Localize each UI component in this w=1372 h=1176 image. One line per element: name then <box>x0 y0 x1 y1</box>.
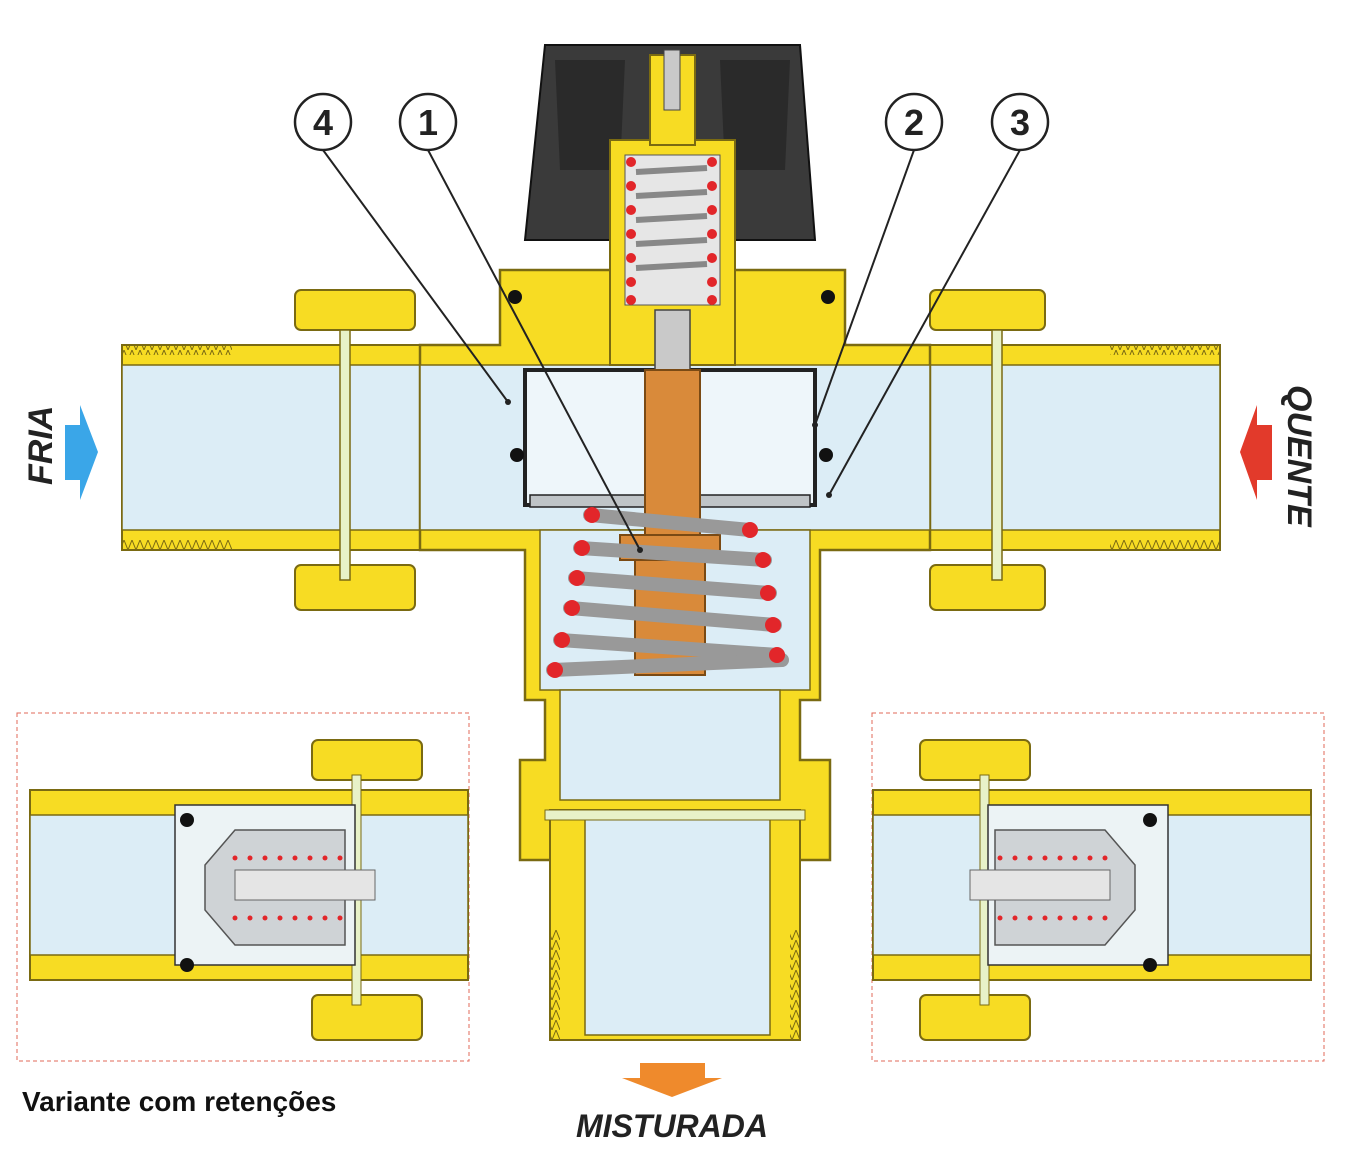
callout-leader-lines <box>322 149 1021 551</box>
cold-inlet-arrow-icon <box>65 405 98 500</box>
hot-inlet-arrow-icon <box>1240 405 1272 500</box>
mixed-outlet-pipe <box>544 809 806 1041</box>
cold-inlet-pipe <box>121 289 423 611</box>
left-check-valve-inset <box>16 712 470 1062</box>
o-ring-seals <box>508 290 835 462</box>
mixed-outlet-arrow-icon <box>622 1063 722 1097</box>
variant-caption: Variante com retenções <box>22 1086 337 1117</box>
control-knob <box>523 44 817 366</box>
svg-text:2: 2 <box>904 102 924 143</box>
lower-spring <box>546 507 789 678</box>
upper-spring <box>624 154 721 306</box>
hot-inlet-pipe <box>929 289 1221 611</box>
right-check-valve-inset <box>871 712 1325 1062</box>
cold-label: FRIA <box>22 406 60 485</box>
hot-label: QUENTE <box>1280 385 1318 528</box>
callout-4: 4 <box>293 92 353 152</box>
mixed-label: MISTURADA <box>576 1108 768 1144</box>
svg-text:4: 4 <box>313 102 333 143</box>
callout-2: 2 <box>884 92 944 152</box>
callout-3: 3 <box>990 92 1050 152</box>
svg-text:3: 3 <box>1010 102 1030 143</box>
callout-1: 1 <box>398 92 458 152</box>
svg-text:1: 1 <box>418 102 438 143</box>
callout-dots <box>505 399 832 553</box>
